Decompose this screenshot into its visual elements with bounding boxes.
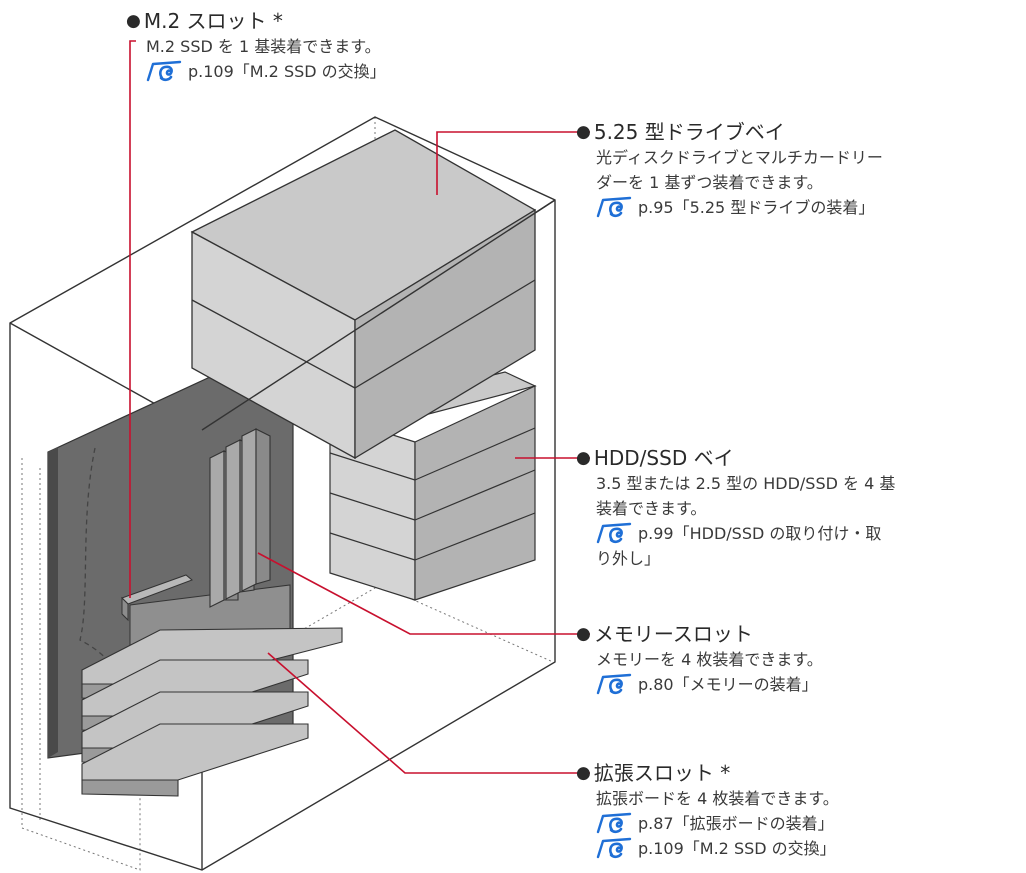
drive-bay-525-reference[interactable]: p.95「5.25 型ドライブの装着」 [576, 195, 883, 220]
page-reference-icon [596, 673, 634, 695]
m2-slot-reference[interactable]: p.109「M.2 SSD の交換」 [126, 59, 386, 84]
bullet-icon: ● [576, 624, 591, 644]
memory-modules [209, 428, 271, 608]
callout-memory-slot: ● メモリースロット メモリーを 4 枚装着できます。 p.80「メモリーの装着… [576, 621, 823, 697]
page-reference-icon [146, 60, 184, 82]
memory-slot-description: メモリーを 4 枚装着できます。 [596, 650, 823, 669]
memory-slot-reference[interactable]: p.80「メモリーの装着」 [576, 672, 823, 697]
callout-hdd-ssd-bay: ● HDD/SSD ベイ 3.5 型または 2.5 型の HDD/SSD を 4… [576, 445, 895, 571]
leader-lines [129, 40, 590, 774]
memory-slot-title: ● メモリースロット [576, 622, 753, 646]
drive-bay-525-description-line-1: 光ディスクドライブとマルチカードリー [596, 148, 883, 167]
bullet-icon: ● [576, 122, 591, 142]
hdd-ssd-bay-reference[interactable]: p.99「HDD/SSD の取り付け・取 [576, 521, 895, 546]
expansion-slot-reference-2[interactable]: p.109「M.2 SSD の交換」 [576, 836, 839, 861]
hdd-ssd-bay-reference-line-2: り外し」 [596, 549, 661, 568]
m2-slot-description: M.2 SSD を 1 基装着できます。 [146, 37, 381, 56]
callout-m2-slot: ● M.2 スロット * M.2 SSD を 1 基装着できます。 p.109「… [126, 8, 386, 84]
page-reference-icon [596, 812, 634, 834]
hdd-ssd-bay-description-line-2: 装着できます。 [596, 499, 707, 518]
drive-bay-525-description-line-2: ダーを 1 基ずつ装着できます。 [596, 173, 823, 192]
expansion-cards [81, 627, 343, 797]
expansion-slot-reference-1[interactable]: p.87「拡張ボードの装着」 [576, 811, 839, 836]
bullet-icon: ● [576, 763, 591, 783]
bullet-icon: ● [576, 448, 591, 468]
case-front-edges [201, 199, 556, 431]
page-reference-icon [596, 522, 634, 544]
m2-slot-title: ● M.2 スロット * [126, 9, 283, 33]
drive-bay-525 [190, 129, 537, 460]
expansion-slot-description: 拡張ボードを 4 枚装着できます。 [596, 789, 839, 808]
hdd-ssd-bay-title: ● HDD/SSD ベイ [576, 446, 734, 470]
drive-bay-525-title: ● 5.25 型ドライブベイ [576, 120, 785, 144]
page-reference-icon [596, 837, 634, 859]
bullet-icon: ● [126, 11, 141, 31]
m2-slot [121, 574, 193, 622]
callout-drive-bay-525: ● 5.25 型ドライブベイ 光ディスクドライブとマルチカードリー ダーを 1 … [576, 119, 883, 220]
expansion-slot-title: ● 拡張スロット * [576, 761, 731, 785]
callout-expansion-slot: ● 拡張スロット * 拡張ボードを 4 枚装着できます。 p.87「拡張ボードの… [576, 760, 839, 861]
page-reference-icon [596, 196, 634, 218]
hdd-ssd-bay-description-line-1: 3.5 型または 2.5 型の HDD/SSD を 4 基 [596, 474, 896, 493]
